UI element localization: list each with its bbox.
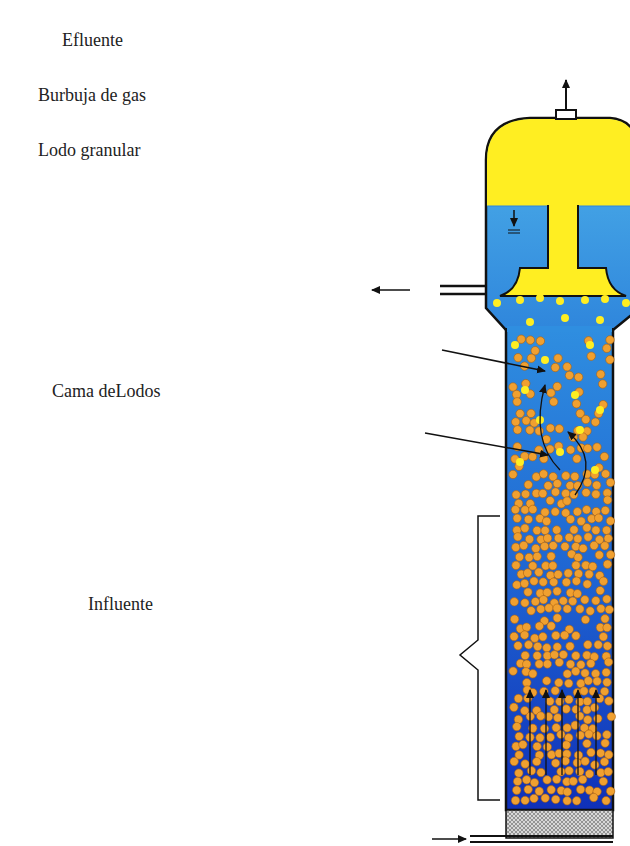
- leader-line: [442, 350, 545, 371]
- gas-collector: [500, 206, 626, 296]
- reactor-head: [486, 118, 630, 330]
- label-text: Influente: [88, 594, 153, 616]
- leader-line: [425, 433, 548, 455]
- label-text: Burbuja de gas: [38, 85, 146, 107]
- label-text: Efluente: [62, 30, 123, 52]
- distributor: [506, 810, 613, 838]
- bracket: [460, 516, 500, 800]
- inlet-pipe: [470, 836, 613, 842]
- gas-outlet: [556, 110, 576, 119]
- reactor-column: [506, 328, 613, 810]
- effluent-pipe: [440, 286, 486, 294]
- gas-space: [487, 119, 630, 206]
- label-text: Cama deLodos: [52, 381, 160, 403]
- label-text: Lodo granular: [38, 140, 140, 162]
